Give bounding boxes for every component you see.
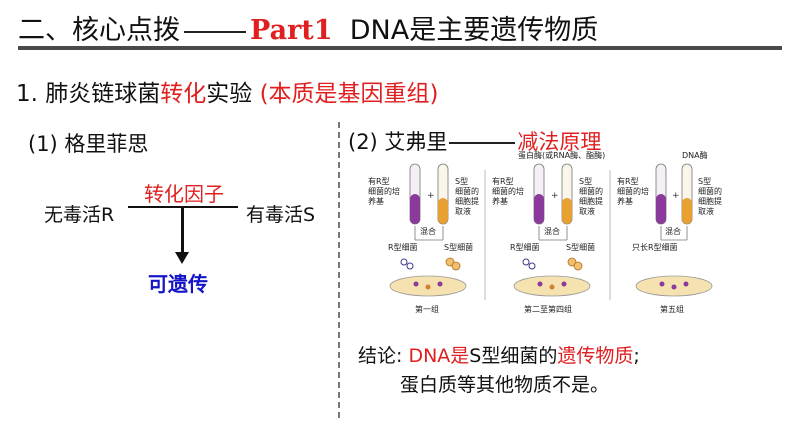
tube-label-left-3: 养基 bbox=[368, 196, 384, 206]
enzyme-label: 蛋白酶(或RNA酶、酯酶) bbox=[518, 150, 605, 160]
section-number: 1. bbox=[16, 81, 38, 107]
section-text-2: 转化 bbox=[160, 81, 207, 107]
s-cell-icon bbox=[573, 261, 583, 271]
avery-heading-name: (2) 艾弗里 bbox=[348, 130, 448, 154]
group-5: 有R型 细菌的培 养基 + S型 细菌的 细胞提 取液 混合 只长R型细菌 第五… bbox=[617, 163, 722, 314]
colony-icon bbox=[683, 281, 689, 287]
r-cell-icon bbox=[406, 262, 414, 270]
conclusion-s: S型细菌的 bbox=[469, 345, 558, 367]
avery-heading-principle: 减法原理 bbox=[517, 130, 602, 154]
group-1: 有R型 细菌的培 养基 + S型 细菌的 细胞提 取液 混合 R型细菌 S型细菌… bbox=[368, 163, 479, 314]
s-cell-icon bbox=[567, 257, 577, 267]
conclusion-genetic: 遗传物质 bbox=[557, 345, 634, 367]
colony-icon bbox=[413, 281, 419, 287]
colony-icon bbox=[537, 281, 543, 287]
tube-s-fill bbox=[682, 198, 692, 224]
s-cells-label: S型细菌 bbox=[566, 242, 595, 252]
column-divider bbox=[338, 122, 340, 418]
down-arrow-icon bbox=[181, 208, 184, 254]
group-label-5: 第五组 bbox=[660, 304, 684, 314]
tube-label-right-3: 细胞提 bbox=[455, 196, 479, 206]
tube-label-left-3: 养基 bbox=[617, 196, 633, 206]
tube-r-fill bbox=[656, 194, 666, 224]
tube-label-left-2: 细菌的培 bbox=[617, 186, 649, 196]
tube-label-right-1: S型 bbox=[455, 177, 468, 186]
s-cell-icon bbox=[445, 257, 455, 267]
mix-label: 混合 bbox=[665, 226, 681, 236]
tube-label-left-1: 有R型 bbox=[617, 176, 639, 186]
title-part: Part1 bbox=[250, 15, 333, 46]
dnase-label: DNA酶 bbox=[682, 150, 708, 160]
slide-title: 二、核心点拨 Part1 DNA是主要遗传物质 bbox=[18, 8, 598, 47]
r-cells-label: R型细菌 bbox=[388, 242, 418, 252]
tube-label-right-3: 细胞提 bbox=[579, 196, 603, 206]
r-cells-label: R型细菌 bbox=[510, 242, 540, 252]
colony-icon bbox=[671, 284, 677, 290]
transform-line bbox=[128, 206, 238, 208]
title-topic: DNA是主要遗传物质 bbox=[349, 15, 599, 46]
avery-heading: (2) 艾弗里 减法原理 bbox=[348, 126, 601, 156]
tube-label-left-2: 细菌的培 bbox=[368, 186, 400, 196]
griffith-heading: (1) 格里菲思 bbox=[28, 132, 149, 156]
only-r-label: 只长R型细菌 bbox=[632, 242, 678, 252]
plus-icon: + bbox=[551, 191, 559, 201]
group-2-4: 有R型 细菌的培 养基 + S型 细菌的 细胞提 取液 混合 R型细菌 S型细菌… bbox=[492, 163, 603, 314]
s-cells-label: S型细菌 bbox=[444, 242, 473, 252]
r-cell-icon bbox=[528, 262, 536, 270]
tube-label-right-1: S型 bbox=[698, 177, 711, 186]
conclusion-semicolon: ; bbox=[633, 345, 640, 367]
group-label-1: 第一组 bbox=[415, 304, 439, 314]
section-text-1: 肺炎链球菌 bbox=[45, 81, 161, 107]
tube-label-right-4: 取液 bbox=[698, 206, 714, 216]
conclusion-dna: DNA是 bbox=[408, 345, 470, 367]
tube-r-fill bbox=[534, 194, 544, 224]
section-heading: 1. 肺炎链球菌转化实验 (本质是基因重组) bbox=[16, 74, 439, 108]
heritable-label: 可遗传 bbox=[148, 272, 208, 296]
s-cell-icon bbox=[451, 261, 461, 271]
r-strain-label: 无毒活R bbox=[44, 204, 115, 226]
tube-label-left-3: 养基 bbox=[492, 196, 508, 206]
conclusion-label: 结论: bbox=[358, 345, 403, 367]
section-note: (本质是基因重组) bbox=[259, 81, 439, 107]
tube-label-right-1: S型 bbox=[579, 177, 592, 186]
tube-label-left-2: 细菌的培 bbox=[492, 186, 524, 196]
colony-icon bbox=[659, 281, 665, 287]
colony-icon bbox=[425, 284, 431, 290]
colony-icon bbox=[437, 281, 443, 287]
tube-s-fill bbox=[438, 198, 448, 224]
section-text-3: 实验 bbox=[206, 81, 253, 107]
colony-icon bbox=[561, 281, 567, 287]
avery-experiment-figure: 蛋白酶(或RNA酶、酯酶) DNA酶 有R型 细菌的培 养基 + S型 细菌的 … bbox=[368, 150, 722, 314]
mix-label: 混合 bbox=[544, 226, 560, 236]
tube-label-right-4: 取液 bbox=[579, 206, 595, 216]
conclusion-line-2: 蛋白质等其他物质不是。 bbox=[400, 374, 610, 396]
arrowhead-icon bbox=[175, 252, 189, 264]
r-cell-icon bbox=[522, 258, 530, 266]
conclusion-line-1: 结论: DNA是S型细菌的遗传物质; bbox=[358, 342, 640, 371]
plus-icon: + bbox=[672, 191, 680, 201]
tube-label-right-2: 细菌的 bbox=[455, 186, 479, 196]
s-strain-label: 有毒活S bbox=[246, 204, 316, 226]
colony-icon bbox=[549, 284, 555, 290]
tube-s-fill bbox=[562, 198, 572, 224]
tube-label-right-3: 细胞提 bbox=[698, 196, 722, 206]
tube-label-left-1: 有R型 bbox=[492, 176, 514, 186]
title-prefix: 二、核心点拨 bbox=[18, 15, 180, 46]
tube-label-right-2: 细菌的 bbox=[698, 186, 722, 196]
r-cell-icon bbox=[400, 258, 408, 266]
tube-label-right-2: 细菌的 bbox=[579, 186, 603, 196]
plus-icon: + bbox=[427, 191, 435, 201]
group-label-2: 第二至第四组 bbox=[524, 304, 572, 314]
conclusion: 结论: DNA是S型细菌的遗传物质; 蛋白质等其他物质不是。 bbox=[358, 342, 640, 400]
title-underline bbox=[18, 46, 782, 50]
mix-label: 混合 bbox=[420, 226, 436, 236]
tube-label-left-1: 有R型 bbox=[368, 176, 390, 186]
title-dash bbox=[184, 30, 246, 33]
avery-dash bbox=[449, 142, 516, 144]
transforming-factor: 转化因子 bbox=[144, 182, 224, 206]
tube-r-fill bbox=[410, 194, 420, 224]
tube-label-right-4: 取液 bbox=[455, 206, 471, 216]
